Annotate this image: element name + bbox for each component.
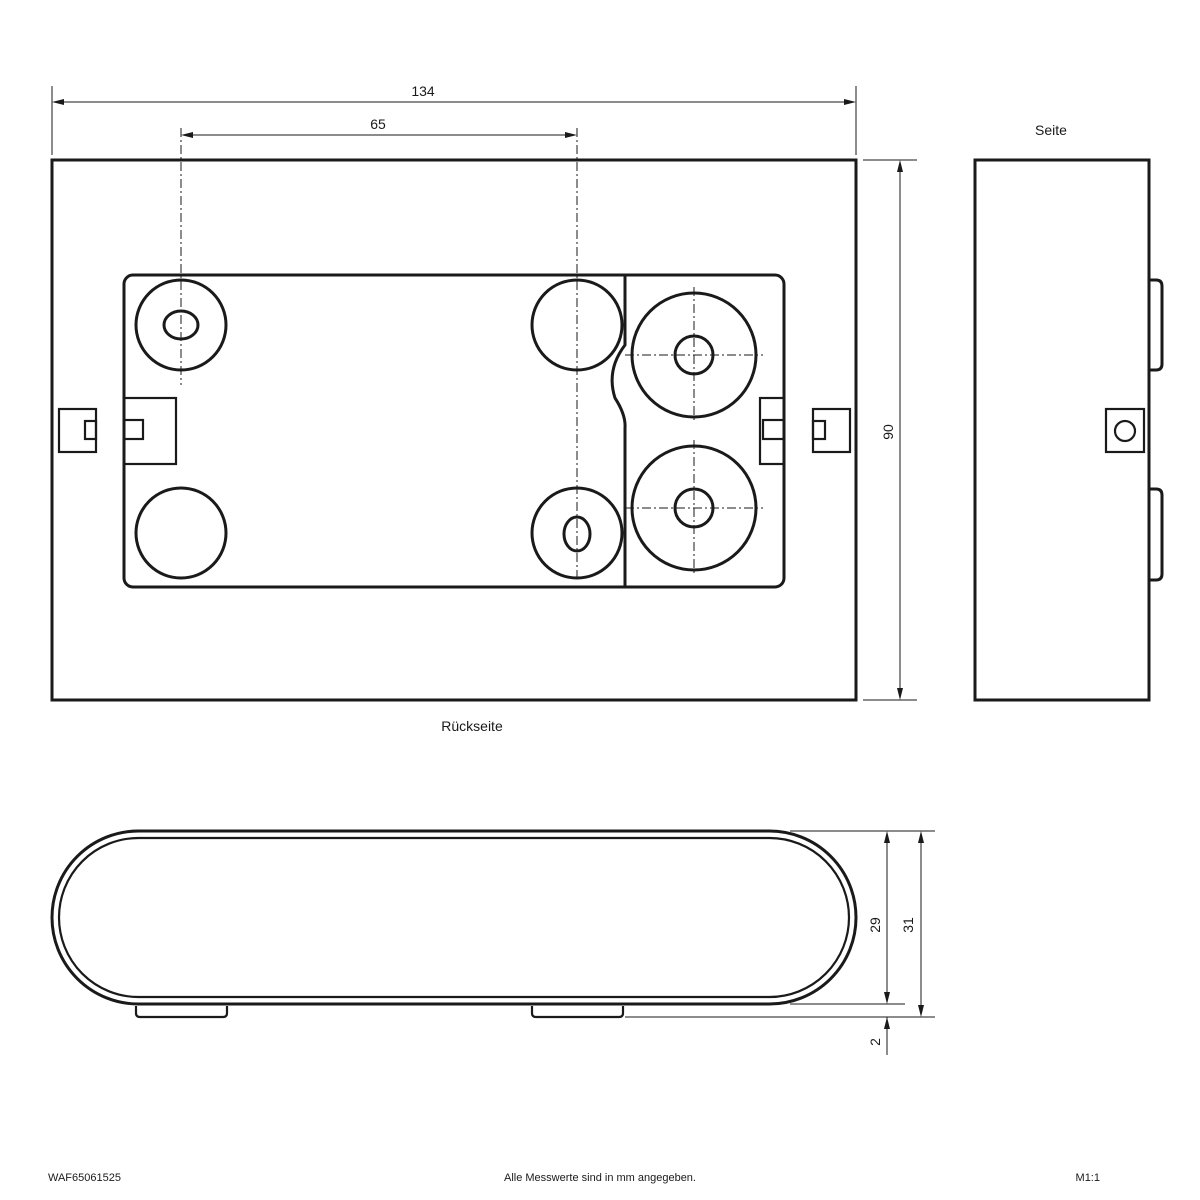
partition-line bbox=[610, 275, 627, 587]
dimension-90-label: 90 bbox=[880, 424, 896, 440]
units-note: Alle Messwerte sind in mm angegeben. bbox=[504, 1172, 696, 1184]
slot-bottom-middle bbox=[562, 515, 592, 553]
dimension-134-label: 134 bbox=[411, 83, 435, 99]
clip-outer-left-tab bbox=[83, 419, 98, 441]
side-clip-hole bbox=[1113, 419, 1137, 443]
dimension-height: 90 bbox=[863, 159, 917, 701]
clip-inner-left bbox=[122, 396, 178, 466]
side-rib-bottom bbox=[1149, 487, 1164, 582]
side-view bbox=[973, 158, 1164, 702]
profile-inner bbox=[57, 836, 851, 999]
inner-recess bbox=[122, 273, 786, 589]
bottom-view bbox=[50, 829, 858, 1019]
article-number: WAF65061525 bbox=[48, 1172, 121, 1184]
outer-frame bbox=[50, 158, 858, 702]
back-view bbox=[50, 128, 858, 702]
dimension-hole-spacing: 65 bbox=[181, 116, 577, 138]
scale-label: M1:1 bbox=[1076, 1172, 1100, 1184]
clip-outer-left bbox=[57, 407, 98, 454]
side-view-caption: Seite bbox=[1035, 122, 1067, 138]
side-body bbox=[973, 158, 1151, 702]
dimension-31-label: 31 bbox=[900, 917, 916, 933]
clip-inner-right-tab bbox=[761, 418, 786, 441]
foot-right bbox=[530, 1006, 625, 1019]
clip-inner-left-tab bbox=[122, 418, 145, 441]
clip-outer-right bbox=[811, 407, 852, 454]
dimension-65-label: 65 bbox=[370, 116, 386, 132]
clip-outer-right-tab bbox=[811, 419, 827, 441]
dimension-29-label: 29 bbox=[867, 917, 883, 933]
boss-bottom-left bbox=[134, 486, 228, 580]
side-rib-top bbox=[1149, 278, 1164, 372]
profile-outer bbox=[50, 829, 858, 1006]
dimension-2-label: 2 bbox=[867, 1038, 883, 1046]
foot-left bbox=[134, 1006, 229, 1019]
dimension-depth: 29 31 2 bbox=[625, 830, 935, 1055]
back-view-caption: Rückseite bbox=[441, 718, 503, 734]
dimension-overall-width: 134 bbox=[51, 83, 857, 155]
side-clip bbox=[1104, 407, 1146, 454]
